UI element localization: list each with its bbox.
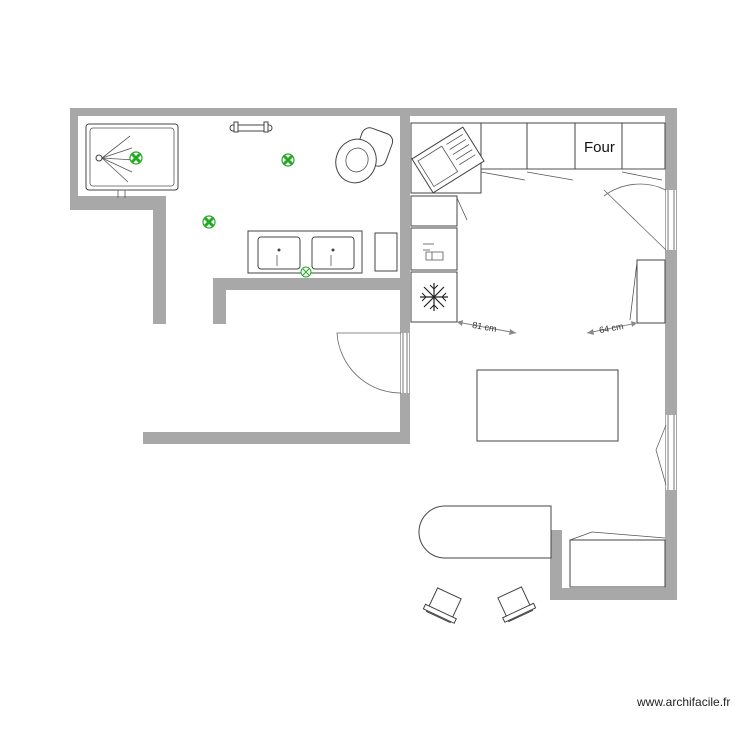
shower-drain-icon	[95, 135, 135, 183]
freezer	[410, 271, 458, 323]
double-vanity	[247, 230, 363, 274]
kitchen-sink	[411, 126, 485, 194]
snowflake-icon	[420, 283, 448, 311]
window-swing-right	[655, 424, 667, 486]
wall-bathroom-left	[70, 108, 78, 210]
arrow-icon	[509, 329, 516, 335]
light-icon	[129, 151, 143, 165]
wall-light-icon	[300, 266, 312, 278]
bar-stool	[497, 586, 537, 623]
bar-stool	[422, 587, 462, 624]
corner-unit	[569, 531, 666, 588]
door-swing-right	[603, 183, 667, 251]
wall-bathroom-top	[70, 108, 410, 116]
right-wall-cabinet	[629, 259, 666, 324]
wall-partition	[400, 108, 410, 444]
wall-kitchen-bottom-return	[550, 530, 562, 600]
dimension-64: 64 cm	[598, 321, 624, 335]
arrow-icon	[587, 329, 594, 335]
bar-table	[418, 505, 552, 559]
arrow-icon	[631, 321, 637, 327]
wall-shower-bottom	[70, 196, 166, 210]
wall-kitchen-bottom	[550, 588, 677, 600]
light-icon	[202, 215, 216, 229]
clearance-dimensions: 81 cm 64 cm	[456, 320, 638, 335]
window-gap-right	[666, 415, 676, 490]
watermark: www.archifacile.fr	[636, 695, 730, 709]
door-gap-right-top	[666, 190, 676, 250]
kitchen-island	[476, 369, 619, 442]
openings	[401, 190, 676, 490]
cabinet-left	[410, 195, 458, 227]
toilet	[335, 127, 394, 184]
wall-bath-stub-left	[153, 196, 166, 324]
laundry-basket	[374, 232, 398, 272]
wall-bath-bottom	[213, 278, 410, 290]
door-gap-partition	[401, 333, 409, 393]
doors	[336, 183, 667, 486]
dishwasher-icon	[423, 243, 444, 261]
shower-tap-icon	[115, 189, 128, 198]
wall-lower-room-bottom	[143, 432, 410, 444]
dimension-81: 81 cm	[472, 320, 498, 334]
towel-rail	[229, 121, 273, 133]
light-icon	[281, 153, 295, 167]
oven-label: Four	[584, 139, 615, 156]
ceiling-lights	[129, 151, 312, 278]
arrow-icon	[457, 320, 463, 326]
wall-kitchen-top	[400, 108, 677, 116]
dishwasher	[410, 227, 458, 271]
wall-kitchen-right	[665, 108, 677, 600]
door-swing-partition	[336, 332, 402, 394]
